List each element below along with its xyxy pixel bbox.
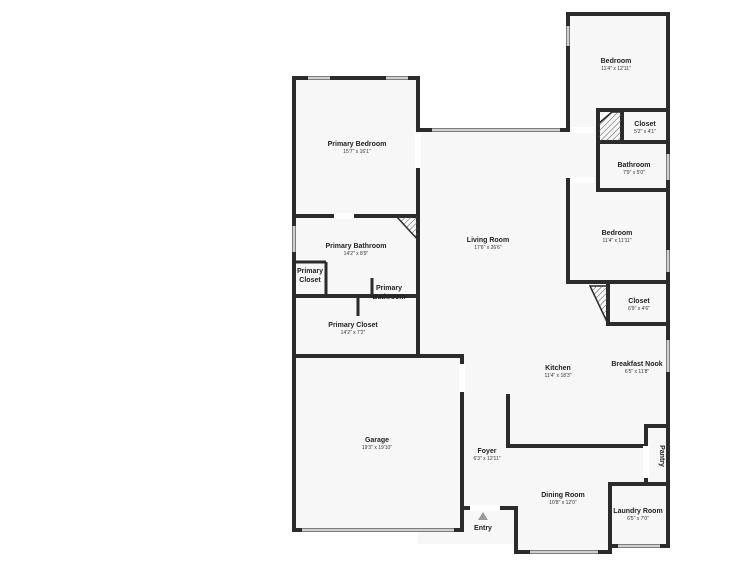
room-name-breakfast-nook: Breakfast Nook	[611, 361, 662, 368]
room-name-primary-closet-small-2: Closet	[299, 277, 321, 284]
room-name-pantry: Pantry	[658, 445, 665, 467]
room-name-primary-bedroom: Primary Bedroom	[328, 141, 387, 148]
room-dim-foyer: 6'3" x 12'11"	[473, 456, 500, 462]
room-dim-garage: 19'3" x 19'10"	[362, 445, 392, 451]
room-name-garage: Garage	[365, 437, 389, 444]
room-name-kitchen: Kitchen	[545, 365, 571, 372]
room-name-bathroom: Bathroom	[617, 162, 650, 169]
room-name-bedroom-top: Bedroom	[601, 58, 632, 65]
room-dim-closet-mid: 6'9" x 4'6"	[628, 306, 650, 312]
room-name-closet-top: Closet	[634, 121, 656, 128]
room-name-dining-room: Dining Room	[541, 492, 585, 499]
entry-label: Entry	[474, 525, 492, 532]
room-dim-kitchen: 11'4" x 18'3"	[544, 373, 571, 379]
entry-arrow-icon	[478, 512, 488, 520]
room-name-primary-closet: Primary Closet	[328, 322, 378, 329]
floor-area	[294, 14, 668, 552]
room-name-laundry-room: Laundry Room	[613, 508, 662, 515]
room-name-primary-closet-small-1: Primary	[297, 268, 323, 275]
room-name-closet-mid: Closet	[628, 298, 650, 305]
room-name-primary-bathroom-small-1: Primary	[376, 285, 402, 292]
room-dim-bedroom-top: 11'4" x 12'11"	[601, 66, 631, 72]
door-openings	[334, 127, 649, 511]
room-dim-breakfast-nook: 6'5" x 11'8"	[625, 369, 649, 375]
room-dim-primary-bathroom: 14'2" x 8'9"	[344, 251, 369, 257]
room-dim-closet-top: 5'2" x 4'1"	[634, 129, 656, 135]
room-dim-laundry-room: 6'5" x 7'0"	[627, 516, 649, 522]
room-name-bedroom-mid: Bedroom	[602, 230, 633, 237]
hatched-areas	[394, 111, 623, 325]
room-dim-dining-room: 10'8" x 12'0"	[549, 500, 577, 506]
entry-marker: Entry	[474, 512, 492, 532]
room-dim-primary-closet: 14'2" x 7'2"	[341, 330, 366, 336]
room-name-primary-bathroom-small-2: Bathroom	[372, 294, 405, 301]
room-name-primary-bathroom: Primary Bathroom	[325, 243, 386, 250]
room-labels: Bedroom 11'4" x 12'11" Closet 5'2" x 4'1…	[297, 58, 665, 522]
windows	[292, 26, 670, 554]
room-name-foyer: Foyer	[477, 448, 496, 455]
room-dim-bedroom-mid: 11'4" x 11'11"	[602, 238, 631, 244]
room-dim-primary-bedroom: 15'7" x 16'1"	[343, 149, 371, 155]
room-dim-living-room: 17'6" x 26'6"	[474, 245, 502, 251]
room-dim-bathroom: 7'9" x 5'0"	[623, 170, 645, 176]
room-name-living-room: Living Room	[467, 237, 509, 244]
